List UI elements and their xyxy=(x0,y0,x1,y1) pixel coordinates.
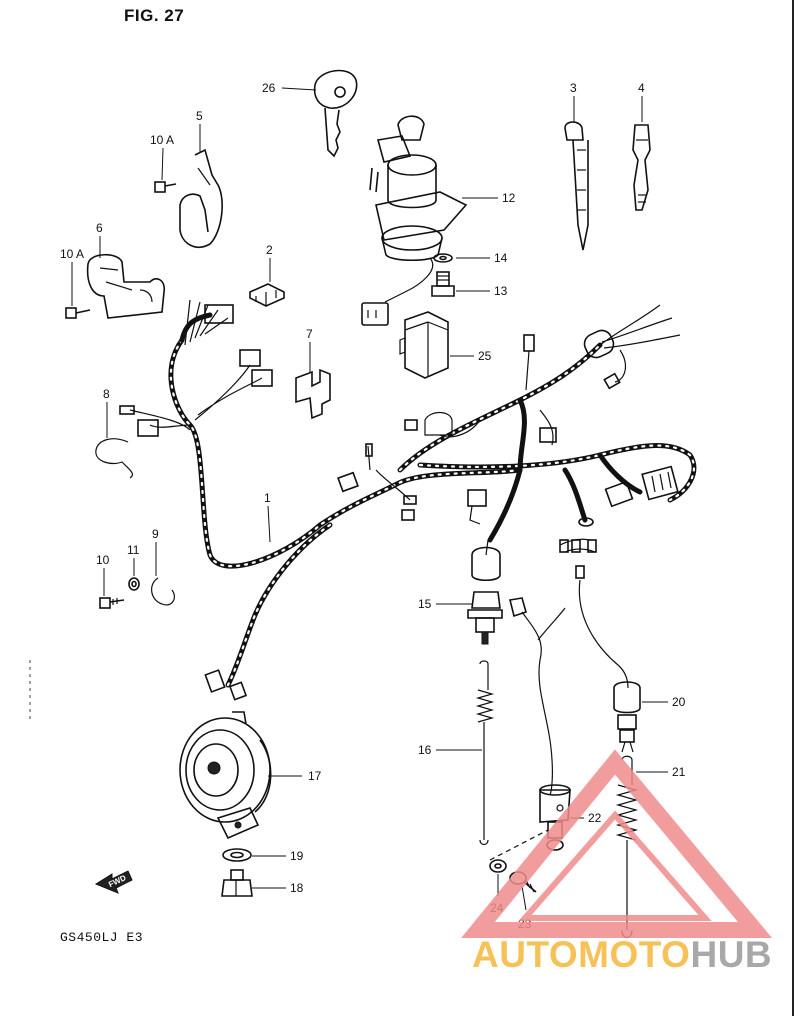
switch-part-15 xyxy=(467,539,503,645)
callout-10a-left: 10 A xyxy=(60,247,84,261)
washer-part-14 xyxy=(433,253,453,263)
bolt-10a-left xyxy=(65,307,91,319)
callout-7: 7 xyxy=(306,327,313,341)
figure-title: FIG. 27 xyxy=(124,6,185,25)
washer-part-24 xyxy=(489,859,507,873)
fuse-part-2 xyxy=(249,283,285,307)
callout-11: 11 xyxy=(127,543,140,557)
holder-part-7 xyxy=(295,368,331,420)
wiring-harness-part-1 xyxy=(119,299,697,701)
clamp-part-4 xyxy=(632,124,651,211)
callout-26: 26 xyxy=(262,81,276,95)
callout-18: 18 xyxy=(290,881,304,895)
watermark-inner-triangle-icon xyxy=(518,810,712,921)
watermark-text: AUTOMOTOHUB xyxy=(472,934,772,975)
callout-22: 22 xyxy=(588,811,602,825)
callout-8: 8 xyxy=(103,387,110,401)
horn-part-17 xyxy=(179,711,272,840)
bracket-part-6 xyxy=(86,253,166,319)
callout-16: 16 xyxy=(418,743,432,757)
callout-6: 6 xyxy=(96,221,103,235)
watermark-triangle-icon xyxy=(461,749,773,938)
forward-arrow-icon: FWD xyxy=(94,870,133,894)
ignition-switch-part-12 xyxy=(361,115,468,326)
callout-21: 21 xyxy=(672,765,686,779)
callout-3: 3 xyxy=(570,81,577,95)
callout-20: 20 xyxy=(672,695,686,709)
spring-part-16 xyxy=(475,660,495,846)
callout-2: 2 xyxy=(266,243,273,257)
watermark-text-part2: HUB xyxy=(690,934,772,975)
key-part-26 xyxy=(313,69,358,158)
washer-part-11 xyxy=(128,577,140,591)
callout-19: 19 xyxy=(290,849,304,863)
model-code: GS450LJ E3 xyxy=(60,930,144,945)
watermark-logo: AUTOMOTOHUB xyxy=(461,749,773,975)
callout-14: 14 xyxy=(494,251,508,265)
clip-part-8 xyxy=(95,438,134,479)
bolt-10a-top xyxy=(154,181,177,193)
washer-part-19 xyxy=(222,848,252,862)
callout-12: 12 xyxy=(502,191,516,205)
switch-part-20 xyxy=(578,579,641,753)
callout-10: 10 xyxy=(96,553,110,567)
callout-15: 15 xyxy=(418,597,432,611)
callout-5: 5 xyxy=(196,109,203,123)
callout-labels: 26 3 4 5 10 A 12 6 10 A 2 14 13 25 7 8 1… xyxy=(60,81,686,931)
callout-25: 25 xyxy=(478,349,492,363)
callout-4: 4 xyxy=(638,81,645,95)
cable-tie-part-3 xyxy=(564,121,589,251)
bracket-part-5 xyxy=(179,148,223,248)
callout-1: 1 xyxy=(264,491,271,505)
relay-part-25 xyxy=(399,311,449,379)
nut-part-18 xyxy=(221,869,253,897)
bolt-part-10 xyxy=(99,597,125,609)
callout-10a-top: 10 A xyxy=(150,133,174,147)
watermark-text-part1: AUTOMOTO xyxy=(472,934,690,975)
callout-9: 9 xyxy=(152,527,159,541)
bolt-part-13 xyxy=(431,271,455,297)
callout-17: 17 xyxy=(308,769,322,783)
callout-13: 13 xyxy=(494,284,508,298)
circlip-part-9 xyxy=(151,577,175,606)
